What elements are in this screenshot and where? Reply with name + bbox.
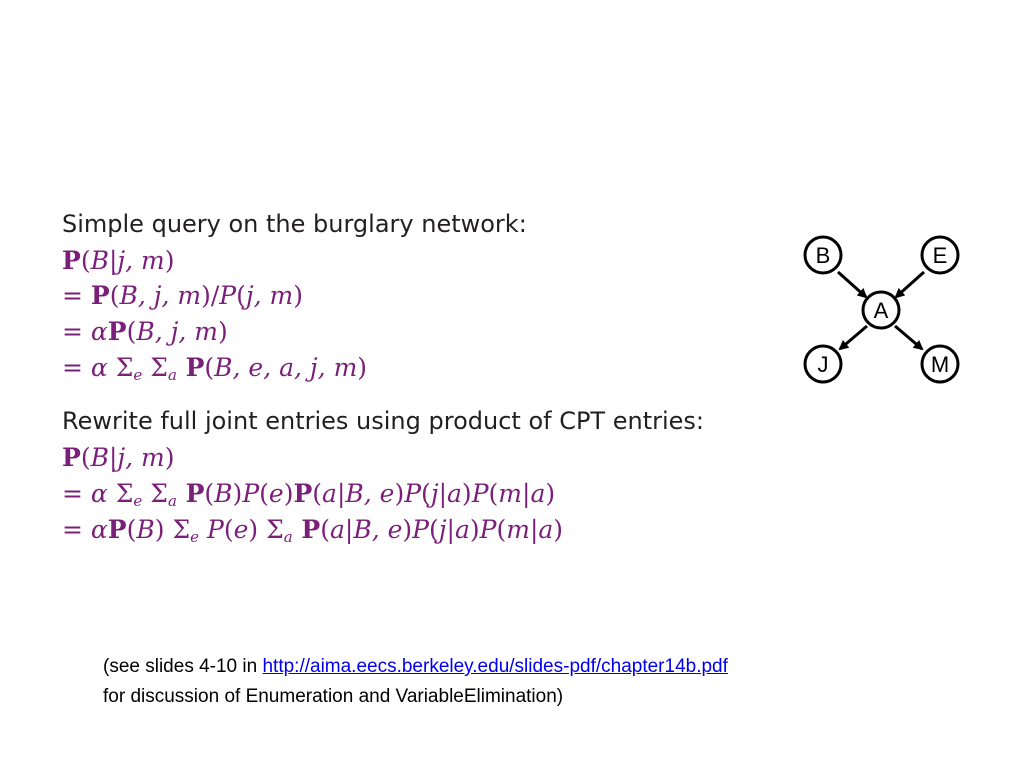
reference-note-line2: for discussion of Enumeration and Variab… <box>103 686 564 707</box>
normalized-expression: = αP(B, j, m) <box>62 317 228 346</box>
node-a-label: A <box>874 298 889 323</box>
node-b-label: B <box>816 243 831 268</box>
summation-expression: = α Σe Σa P(B, e, a, j, m) <box>62 353 368 384</box>
edge-e-to-a <box>894 270 925 299</box>
node-j: J <box>803 344 843 384</box>
pushed-sums-expression: = αP(B) Σe P(e) Σa P(a|B, e)P(j|a)P(m|a) <box>62 515 564 546</box>
node-b: B <box>803 235 843 275</box>
section1-heading: Simple query on the burglary network: <box>62 210 527 238</box>
query-expression: P(B|j, m) <box>62 246 175 275</box>
node-e: E <box>920 235 960 275</box>
cpt-product-expression: = α Σe Σa P(B)P(e)P(a|B, e)P(j|a)P(m|a) <box>62 479 556 510</box>
reference-note-line1: (see slides 4-10 in http://aima.eecs.ber… <box>103 657 728 676</box>
node-a: A <box>861 290 901 330</box>
node-j-label: J <box>818 352 829 377</box>
query-expression-2: P(B|j, m) <box>62 443 175 472</box>
chapter14b-pdf-link[interactable]: http://aima.eecs.berkeley.edu/slides-pdf… <box>262 656 728 677</box>
edge-a-to-m <box>894 324 924 351</box>
section2-heading: Rewrite full joint entries using product… <box>62 407 704 435</box>
node-m-label: M <box>931 352 949 377</box>
burglary-network-diagram: B E A J M <box>803 235 960 384</box>
edge-a-to-j <box>838 324 868 351</box>
reference-note-prefix: (see slides 4-10 in <box>103 656 263 677</box>
edge-b-to-a <box>837 270 868 299</box>
node-m: M <box>920 344 960 384</box>
conditional-expansion: = P(B, j, m)/P(j, m) <box>62 281 304 310</box>
node-e-label: E <box>933 243 948 268</box>
